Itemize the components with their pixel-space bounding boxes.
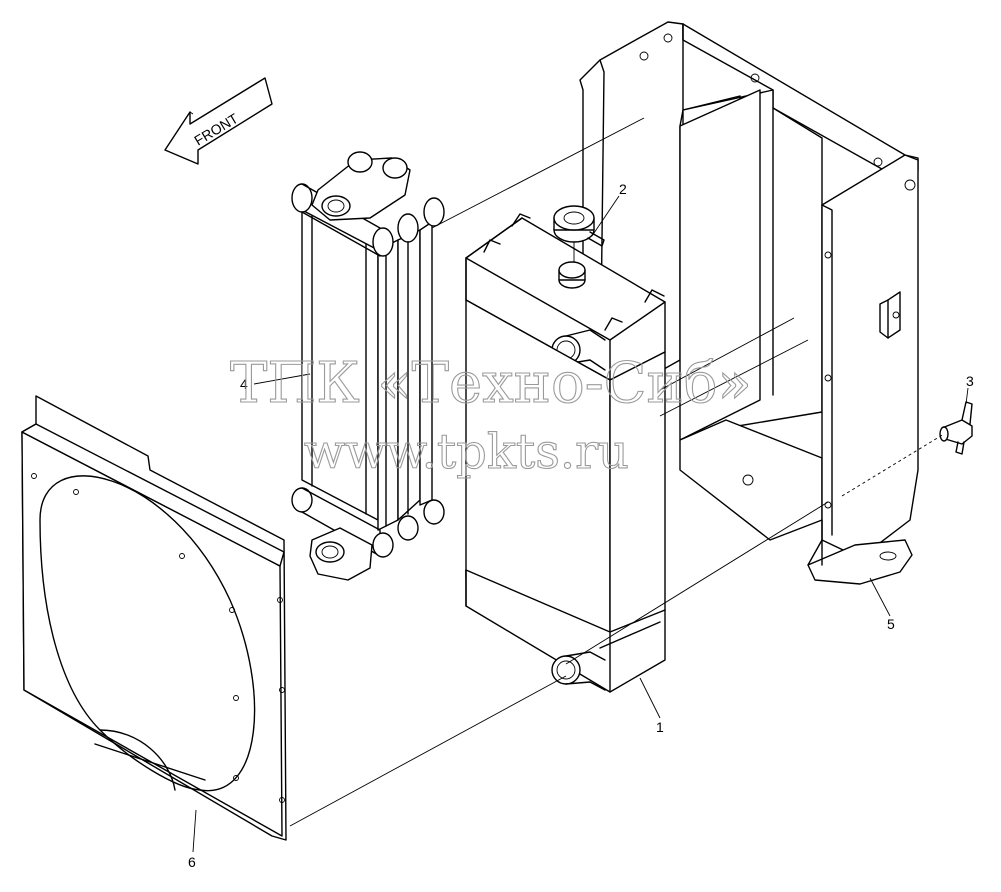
- callout-6: 6: [188, 854, 196, 870]
- watermark-line1: ТПК «Техно-Сиб»: [230, 351, 752, 416]
- watermark: ТПК «Техно-Сиб» www.tpkts.ru: [229, 350, 752, 480]
- callout-5: 5: [887, 616, 895, 632]
- callout-numbers: 2 3 4 5 1 6: [188, 181, 974, 870]
- callout-2: 2: [619, 181, 627, 197]
- assembly-lines: [289, 117, 945, 827]
- radiator-core: [465, 213, 666, 693]
- front-direction-arrow: FRONT: [164, 77, 273, 165]
- callout-1: 1: [656, 719, 664, 735]
- oil-cooler: [291, 151, 445, 581]
- radiator-cap: [553, 205, 605, 262]
- callout-3: 3: [966, 373, 974, 389]
- leader-lines: [192, 195, 969, 853]
- radiator-frame: [579, 21, 919, 585]
- drain-valve: [939, 401, 973, 455]
- watermark-line2: www.tpkts.ru: [304, 424, 629, 480]
- callout-4: 4: [240, 376, 248, 392]
- fan-shroud: [21, 395, 287, 841]
